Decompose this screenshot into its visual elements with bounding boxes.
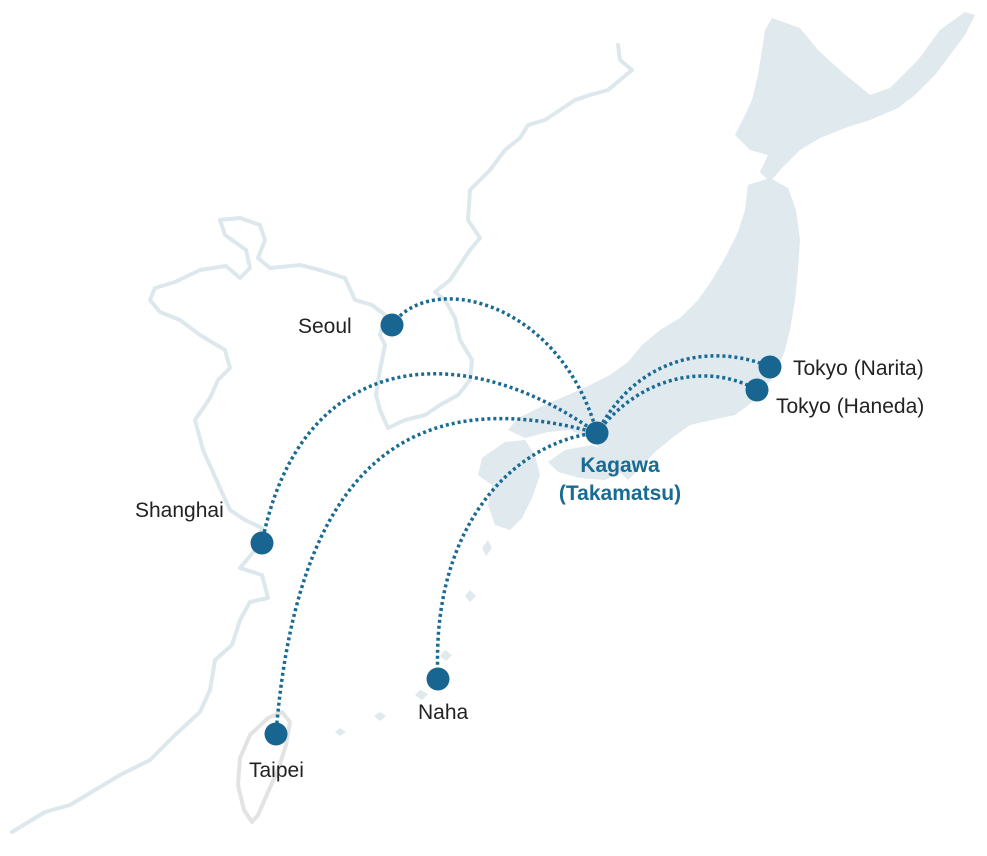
marker-seoul[interactable] [380, 313, 404, 337]
label-shanghai: Shanghai [135, 499, 224, 522]
taiwan-outline [236, 710, 292, 824]
marker-naha[interactable] [426, 667, 450, 691]
route-taipei [274, 416, 598, 735]
label-haneda: Tokyo (Haneda) [776, 395, 924, 418]
route-shanghai [260, 372, 599, 544]
label-narita: Tokyo (Narita) [793, 357, 924, 380]
shikoku [548, 445, 625, 480]
marker-tokyo-haneda[interactable] [745, 378, 769, 402]
marker-shanghai[interactable] [250, 531, 274, 555]
kyushu [478, 440, 540, 530]
mainland-asia-outline [10, 43, 634, 834]
hub-label-line1: Kagawa [580, 454, 660, 477]
marker-tokyo-narita[interactable] [758, 355, 782, 379]
label-naha: Naha [418, 701, 469, 724]
label-taipei: Taipei [249, 759, 304, 782]
route-naha [435, 431, 598, 680]
okinawa-islands [335, 540, 492, 736]
label-seoul: Seoul [298, 315, 352, 338]
marker-taipei[interactable] [264, 722, 288, 746]
honshu [508, 178, 800, 480]
flight-routes [260, 297, 771, 735]
hokkaido [735, 12, 975, 182]
city-markers [250, 313, 782, 746]
hub-label-line2: (Takamatsu) [559, 482, 681, 505]
route-haneda [595, 374, 758, 435]
route-narita [595, 354, 771, 434]
route-seoul [390, 297, 599, 434]
hub-marker-kagawa[interactable] [585, 421, 609, 445]
